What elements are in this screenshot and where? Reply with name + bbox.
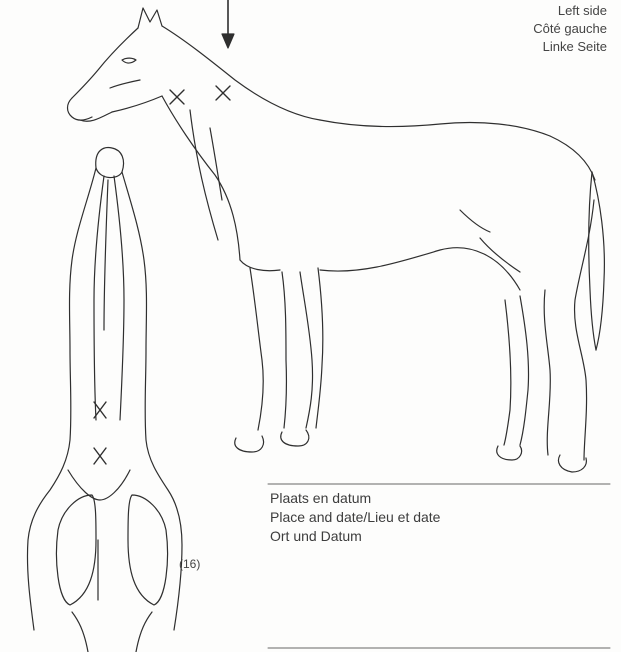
horse-side-view: [68, 8, 605, 472]
figure-number: (16): [179, 557, 200, 571]
place-date-en-fr: Place and date/Lieu et date: [270, 508, 440, 527]
place-date-block: Plaats en datum Place and date/Lieu et d…: [270, 489, 440, 546]
side-label: Left side Côté gauche Linke Seite: [533, 2, 607, 56]
side-label-fr: Côté gauche: [533, 20, 607, 38]
down-arrow-icon: [222, 0, 234, 48]
side-label-en: Left side: [533, 2, 607, 20]
cross-mark-icon: [94, 448, 106, 464]
side-label-de: Linke Seite: [533, 38, 607, 56]
cross-mark-icon: [216, 86, 230, 100]
horse-front-view: [27, 148, 182, 652]
cross-mark-icon: [170, 90, 184, 104]
place-date-nl: Plaats en datum: [270, 489, 440, 508]
place-date-de: Ort und Datum: [270, 527, 440, 546]
